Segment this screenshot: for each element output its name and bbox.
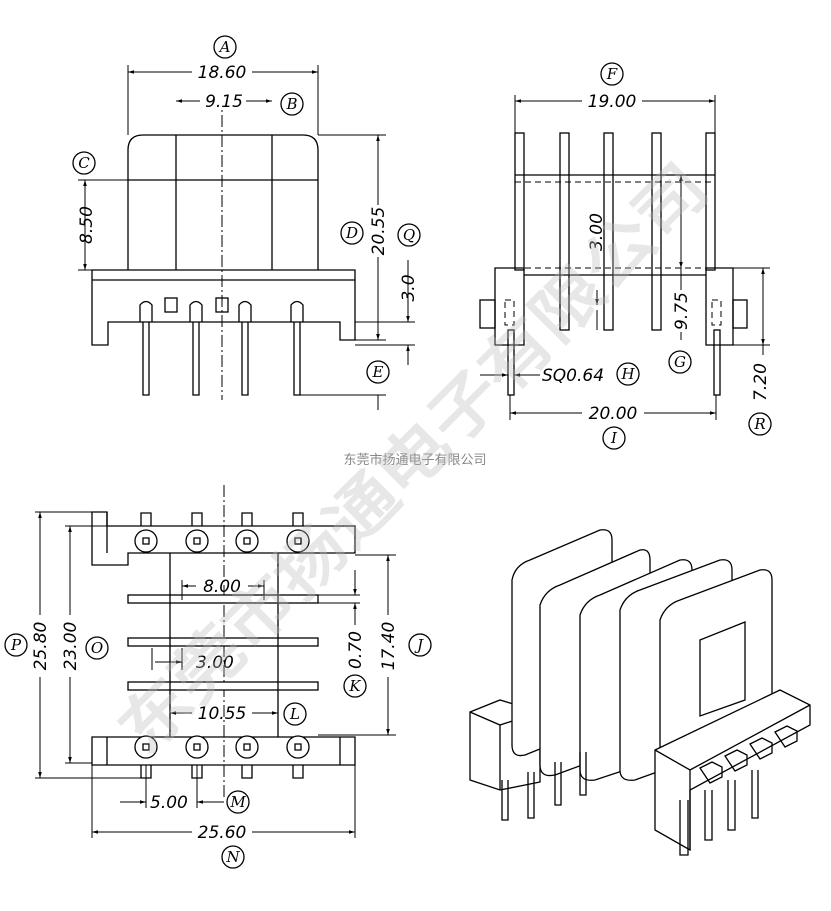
dim-g: 9.75 (672, 292, 692, 330)
dim-q: 3.0 (399, 274, 419, 301)
letter-circle-c (72, 151, 96, 175)
reference-letter-n: N (225, 848, 240, 866)
reference-letter-j: J (414, 636, 424, 654)
letter-circle-p (4, 633, 28, 657)
reference-letter-m: M (229, 793, 246, 811)
reference-letter-a: A (218, 38, 231, 56)
letter-circle-e (366, 360, 390, 384)
pin-circles (134, 512, 310, 779)
dim-mid: 3.00 (196, 653, 234, 673)
letter-circle-d (340, 221, 364, 245)
letter-circle-g (668, 350, 692, 374)
dim-c: 8.50 (77, 206, 97, 244)
reference-letters: A B C D Q E F G H I R P O J K L M N (4, 35, 772, 869)
reference-letter-k: K (348, 677, 361, 695)
letter-circle-n (221, 845, 245, 869)
dim-h: SQ0.64 (542, 366, 604, 386)
isometric-view (469, 529, 811, 856)
reference-letter-e: E (372, 363, 384, 381)
front-pins (139, 297, 304, 396)
dim-d: 20.55 (369, 207, 389, 256)
reference-letter-o: O (91, 639, 103, 657)
dim-n: 25.60 (198, 823, 247, 843)
dim-m: 5.00 (150, 793, 188, 813)
front-view: 18.60 9.15 8.50 20.55 3.0 (77, 62, 419, 410)
letter-circle-r (748, 412, 772, 436)
dim-inner: 3.00 (587, 213, 607, 251)
reference-letter-p: P (10, 636, 22, 654)
bottom-plates (127, 594, 319, 691)
letter-circle-a (213, 35, 237, 59)
side-view: 19.00 3.00 9.75 SQ0.64 20.00 7.20 (479, 92, 771, 424)
dim-i: 20.00 (589, 404, 638, 424)
reference-letter-d: D (345, 224, 358, 242)
letter-circle-f (600, 62, 624, 86)
dim-f: 19.00 (588, 92, 637, 112)
letter-circle-b (280, 92, 304, 116)
reference-letter-l: L (289, 705, 300, 723)
letter-circle-j (408, 633, 432, 657)
company-caption: 东莞市扬通电子有限公司 (343, 452, 486, 468)
dim-a: 18.60 (198, 63, 247, 83)
side-flanges (514, 132, 716, 331)
dim-l: 10.55 (198, 704, 247, 724)
dim-p: 25.80 (31, 622, 51, 671)
reference-letter-f: F (606, 65, 618, 83)
dim-b: 9.15 (205, 92, 243, 112)
letter-circle-i (602, 426, 626, 450)
reference-letter-g: G (674, 353, 686, 371)
dim-r: 7.20 (751, 363, 771, 401)
letter-circle-h (616, 362, 640, 386)
dim-j: 17.40 (379, 622, 399, 671)
iso-flanges (511, 529, 773, 781)
reference-letter-c: C (78, 154, 90, 172)
dim-k: 0.70 (346, 631, 366, 669)
dim-top: 8.00 (203, 577, 241, 597)
reference-letter-q: Q (403, 226, 415, 244)
reference-letter-r: R (753, 415, 765, 433)
letter-circle-q (397, 223, 421, 247)
letter-circle-l (283, 702, 307, 726)
bottom-view: 25.80 23.00 8.00 0.70 17.40 3.00 10.55 5… (30, 485, 399, 843)
reference-letter-h: H (620, 365, 635, 383)
reference-letter-i: I (610, 429, 618, 447)
dim-o: 23.00 (61, 622, 81, 671)
reference-letter-b: B (285, 95, 297, 113)
letter-circle-o (85, 636, 109, 660)
letter-circle-m (226, 790, 250, 814)
letter-circle-k (343, 674, 367, 698)
